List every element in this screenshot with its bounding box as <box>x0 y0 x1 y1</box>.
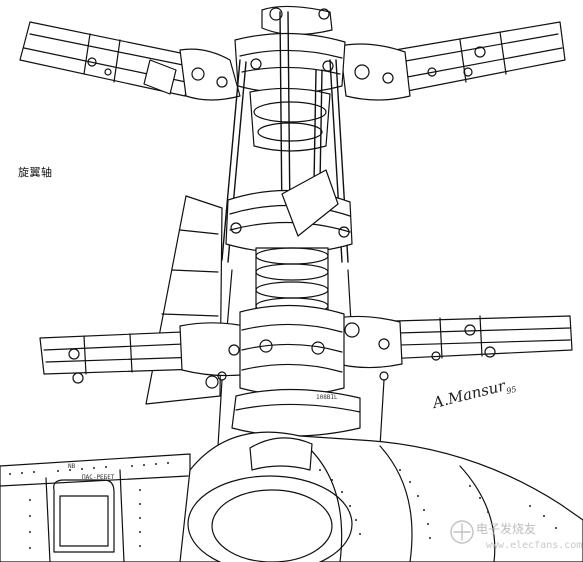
upper-left-grip <box>87 48 241 101</box>
upper-hub-crown <box>234 5 346 152</box>
upper-right-blade <box>394 21 566 93</box>
upper-swashplate <box>225 169 353 254</box>
lower-swashplate <box>217 371 389 447</box>
rotor-mast <box>225 247 353 341</box>
lower-hub <box>239 304 345 396</box>
lower-right-grip <box>325 315 403 369</box>
upper-right-grip <box>339 43 437 101</box>
engine-fairing <box>179 431 583 562</box>
lower-right-blade <box>359 315 573 361</box>
panel-label-b: ПАС-РЕБЕТ <box>82 474 115 481</box>
circuit-logo-icon <box>450 520 474 544</box>
plate-label: 108BIL <box>316 394 338 401</box>
fuselage <box>0 453 191 562</box>
caption-label: 旋翼轴 <box>18 166 53 179</box>
panel-label-a: NB <box>68 463 76 470</box>
watermark-text: 电子发烧友 <box>476 522 537 536</box>
watermark-url: www.elecfans.com <box>486 540 583 551</box>
fuselage-rivets <box>9 462 557 549</box>
